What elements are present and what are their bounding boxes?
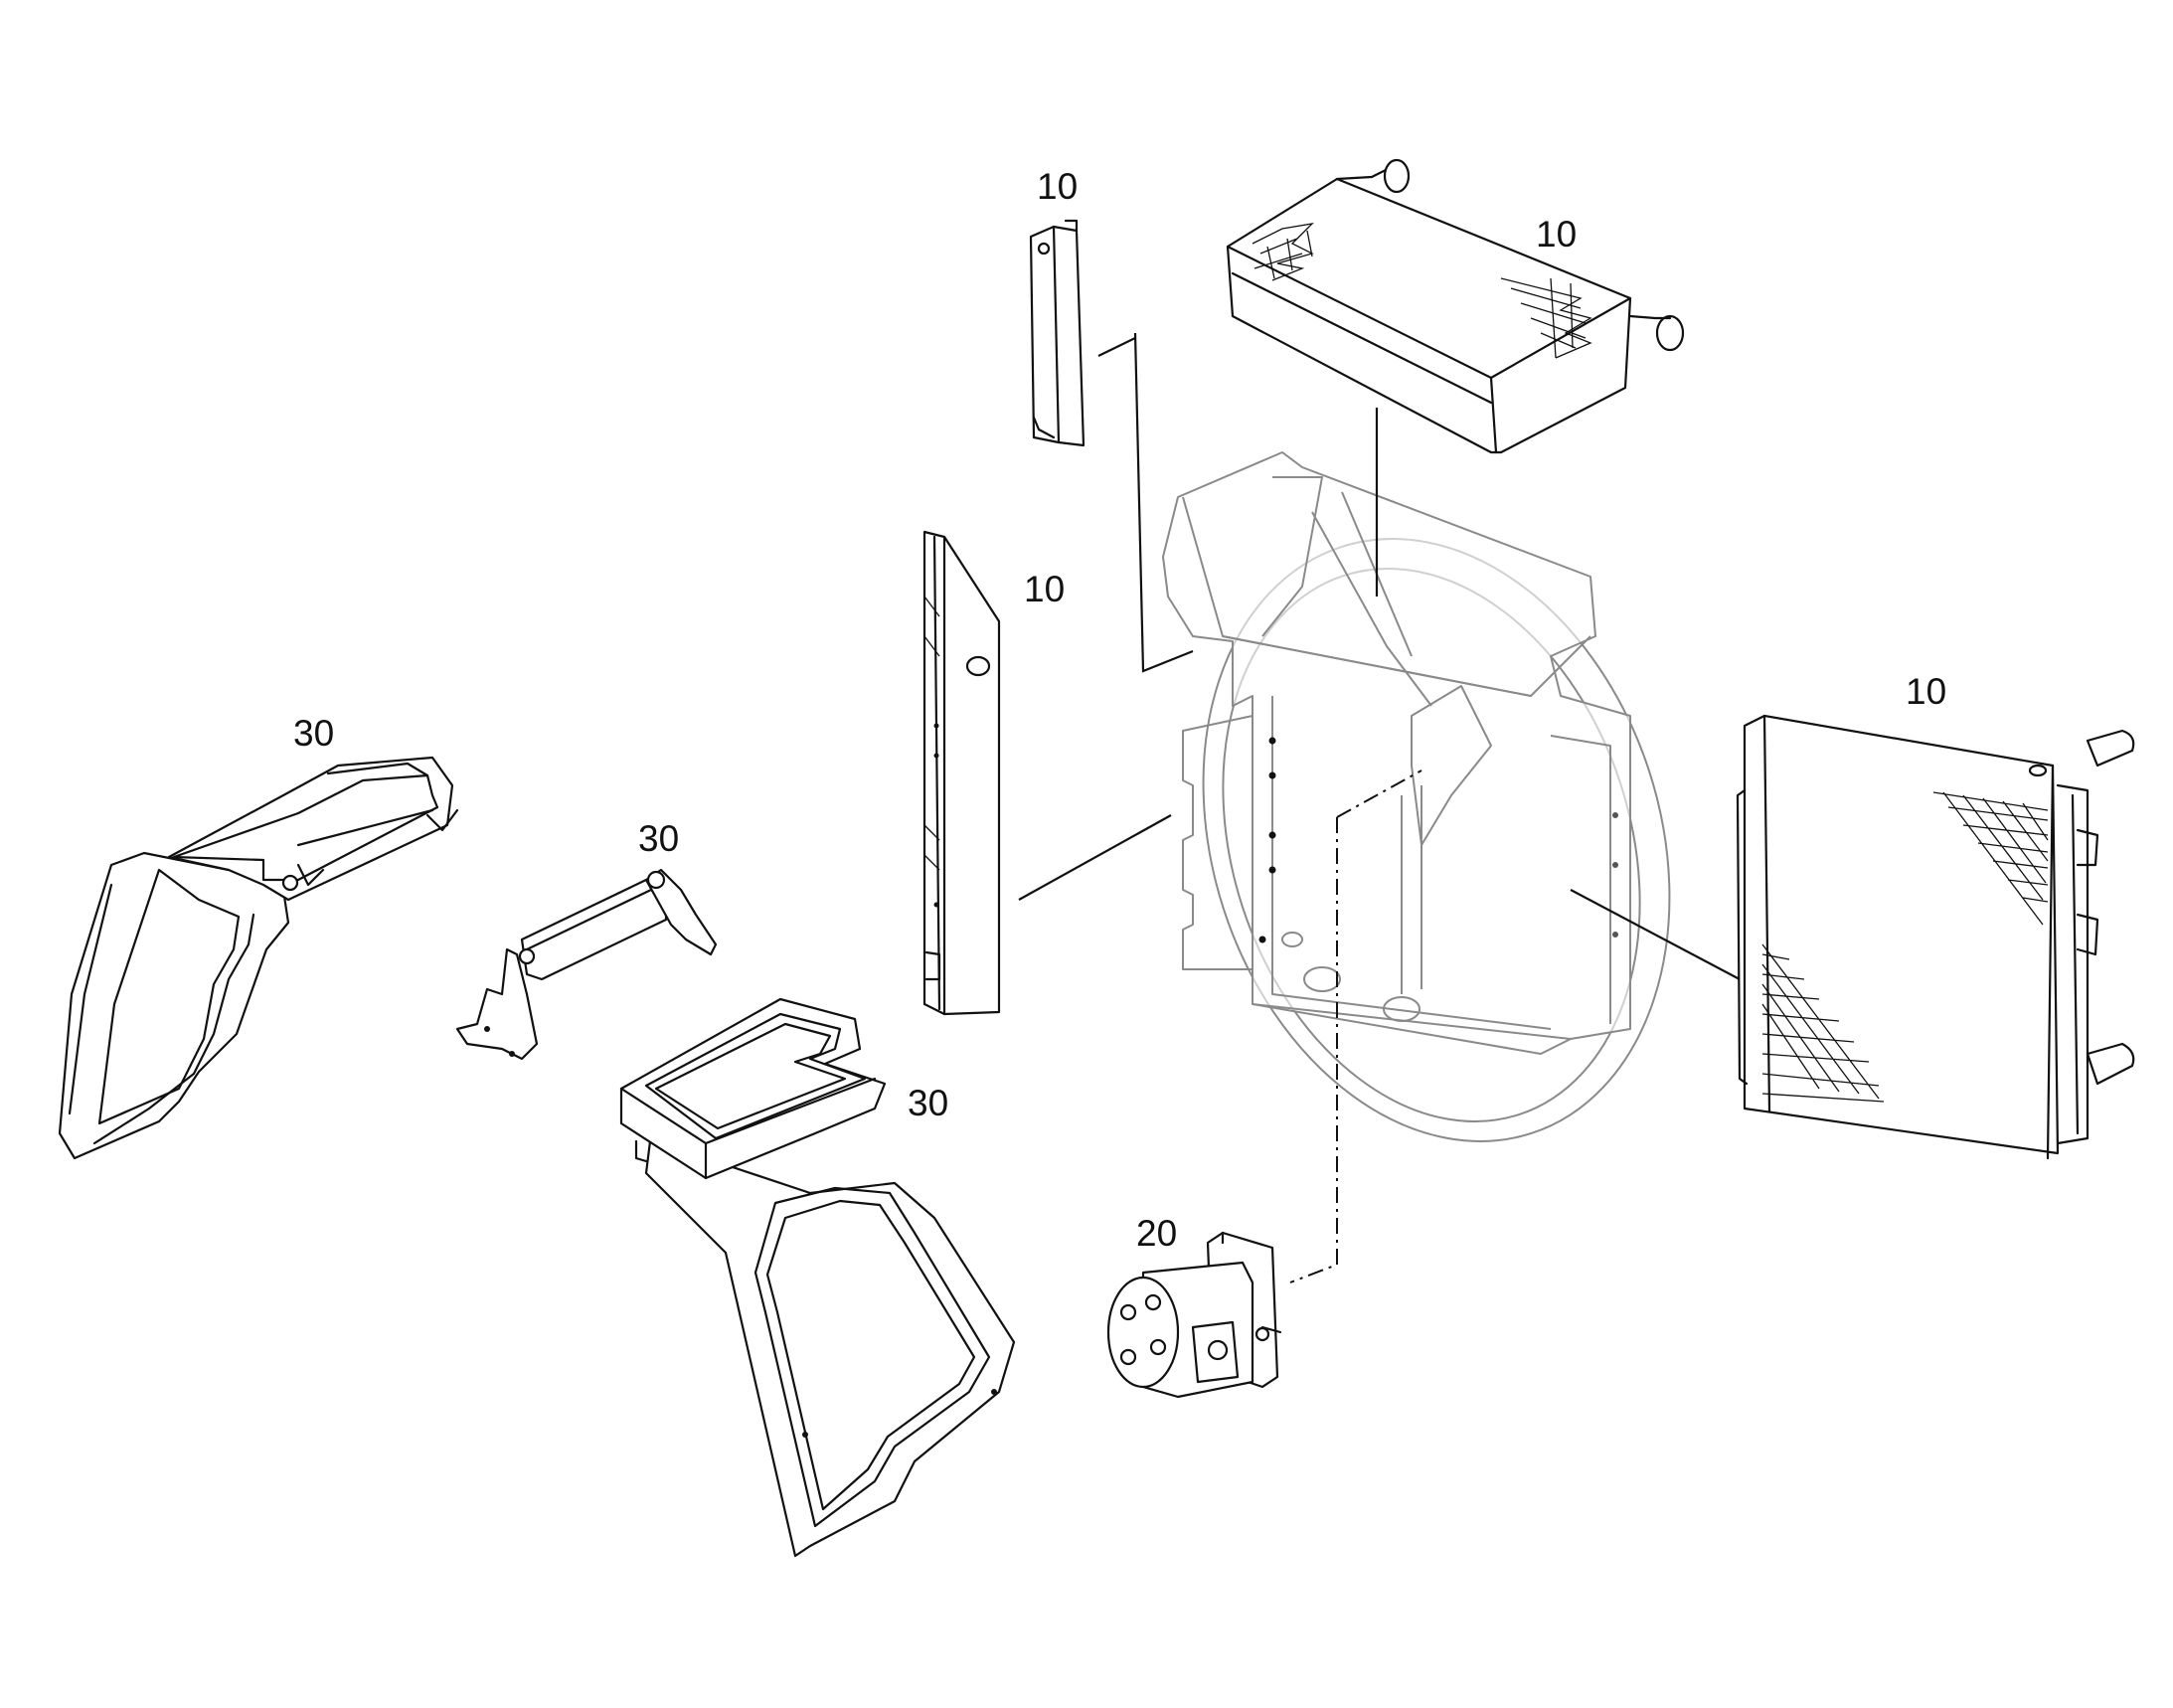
callout-condenser: 10 — [1024, 569, 1065, 609]
support-bracket — [455, 868, 718, 1061]
hydraulic-pump — [1106, 1231, 1282, 1399]
left-air-duct — [58, 756, 459, 1160]
charge-air-cooler — [1226, 158, 1685, 454]
callout-right-air-duct: 30 — [908, 1083, 948, 1123]
callout-hydraulic-pump: 20 — [1136, 1213, 1177, 1254]
oil-cooler-plate — [1029, 219, 1086, 447]
callout-labels: 10 10 10 10 30 30 30 20 — [293, 166, 1946, 1254]
condenser — [922, 530, 1001, 1016]
radiator — [1736, 714, 2135, 1160]
callout-oil-cooler: 10 — [1037, 166, 1078, 207]
callout-radiator: 10 — [1906, 671, 1946, 712]
callout-left-air-duct: 30 — [293, 713, 334, 754]
fan-shroud-frame — [1162, 451, 1671, 1142]
callout-support-bracket: 30 — [638, 818, 679, 859]
leader-lines — [1018, 332, 1741, 1283]
right-air-duct — [619, 997, 1016, 1558]
callout-charge-air-cooler: 10 — [1536, 214, 1577, 255]
